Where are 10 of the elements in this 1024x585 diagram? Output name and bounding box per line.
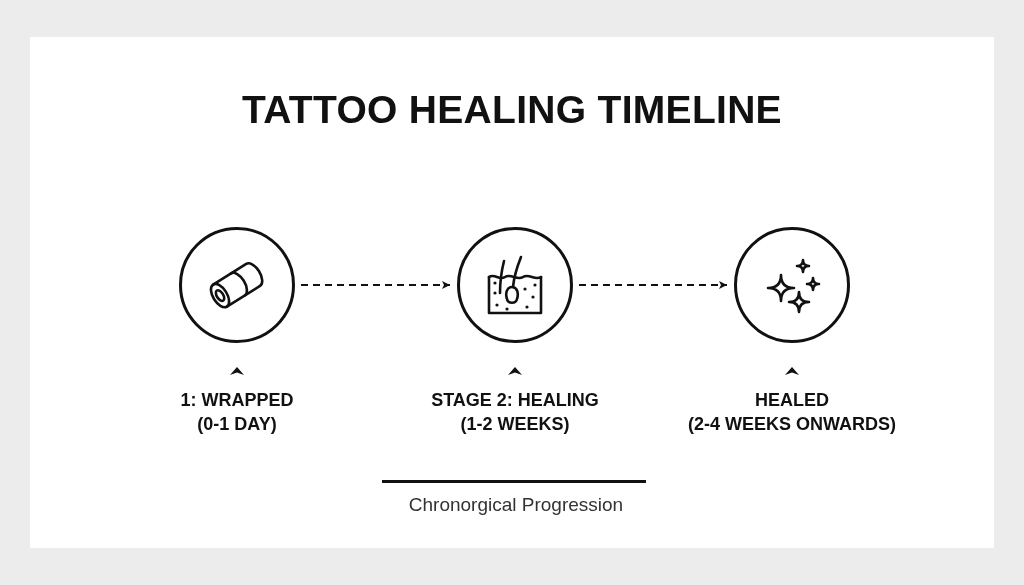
caption: Chronorgical Progression — [408, 493, 624, 517]
dashed-arrow — [300, 281, 451, 289]
stage-title: 1: WRAPPED — [180, 389, 294, 411]
dashed-arrow — [578, 281, 728, 289]
stage-duration: (1-2 WEEKS) — [460, 413, 570, 435]
stage-title: HEALED — [755, 389, 829, 411]
stage-duration: (2-4 WEEKS ONWARDS) — [688, 413, 896, 435]
stage-duration: (0-1 DAY) — [197, 413, 277, 435]
stage-title: STAGE 2: HEALING — [431, 389, 599, 411]
title: TATTOO HEALING TIMELINE — [242, 88, 782, 131]
